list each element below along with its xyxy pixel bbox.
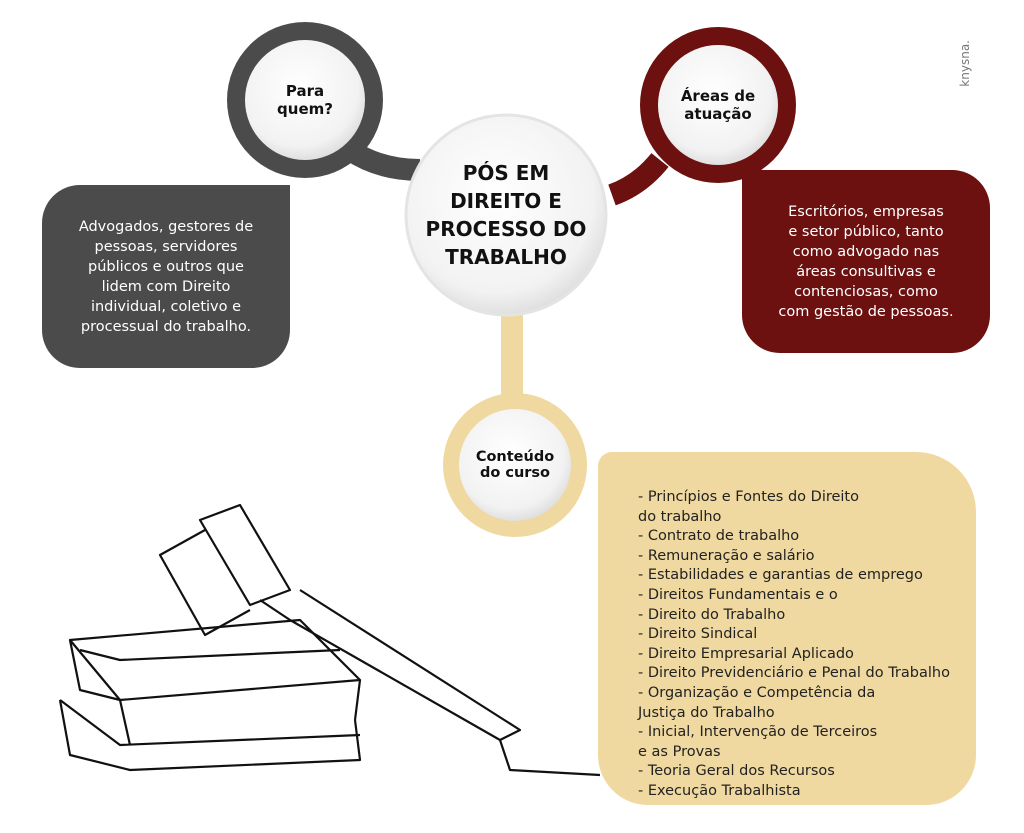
conteudo-item: Justiça do Trabalho: [638, 704, 775, 721]
conteudo-item: - Direitos Fundamentais e o: [638, 586, 838, 603]
conteudo-label: Conteúdo do curso: [475, 449, 555, 481]
conteudo-item: - Organização e Competência da: [638, 684, 876, 701]
areas-box: Escritórios, empresas e setor público, t…: [742, 170, 990, 353]
conteudo-item: e as Provas: [638, 743, 721, 760]
areas-label: Áreas de atuação: [680, 87, 756, 123]
conteudo-item: - Teoria Geral dos Recursos: [638, 763, 835, 780]
conteudo-item: - Execução Trabalhista: [638, 782, 801, 799]
conteudo-box: - Princípios e Fontes do Direito do traba…: [598, 452, 976, 805]
areas-text: Escritórios, empresas e setor público, t…: [778, 203, 954, 320]
watermark: knysna.: [958, 40, 972, 87]
center-title: PÓS EM DIREITO E PROCESSO DO TRABALHO: [425, 161, 587, 269]
conteudo-item: - Princípios e Fontes do Direito: [638, 489, 859, 505]
para-quem-box: Advogados, gestores de pessoas, servidor…: [42, 185, 290, 368]
conteudo-item: - Direito do Trabalho: [638, 606, 786, 623]
gavel-books-illustration: [58, 503, 601, 777]
para-quem-label: Para quem?: [277, 82, 333, 118]
conteudo-item: - Direito Previdenciário e Penal do Trab…: [638, 665, 950, 682]
conteudo-item: - Direito Sindical: [638, 626, 758, 643]
conteudo-item: do trabalho: [638, 508, 722, 525]
connector-red: [607, 152, 669, 206]
conteudo-item: - Direito Empresarial Aplicado: [638, 645, 854, 662]
conteudo-list: - Princípios e Fontes do Direito do traba…: [598, 472, 976, 802]
conteudo-item: - Estabilidades e garantias de emprego: [638, 567, 923, 584]
para-quem-text: Advogados, gestores de pessoas, servidor…: [78, 218, 254, 335]
conteudo-item: - Remuneração e salário: [638, 547, 815, 564]
conteudo-item: - Contrato de trabalho: [638, 528, 800, 545]
center-circle: [404, 113, 608, 317]
conteudo-item: - Inicial, Intervenção de Terceiros: [638, 724, 878, 741]
